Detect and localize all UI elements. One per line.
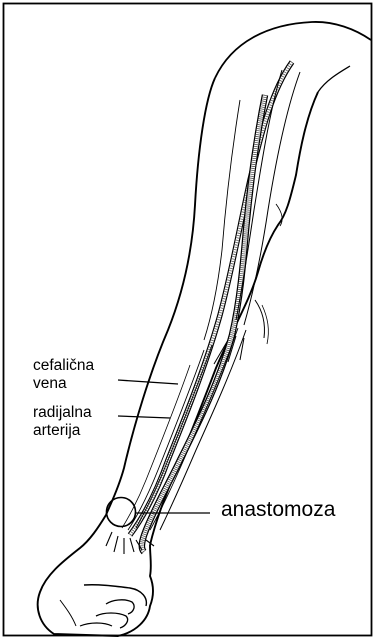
radial-artery-label-line1: radijalna bbox=[33, 404, 92, 422]
radial-artery-label-line2: arterija bbox=[33, 422, 92, 440]
basilic-vessel-1 bbox=[236, 70, 282, 320]
radial-artery-label: radijalna arterija bbox=[33, 404, 92, 440]
radial-artery-leader bbox=[118, 416, 170, 418]
thumb-outline bbox=[84, 585, 146, 606]
cephalic-vein-label-line2: vena bbox=[33, 375, 94, 393]
shoulder-outline bbox=[215, 22, 371, 78]
anastomosis-label: anastomoza bbox=[221, 498, 335, 522]
finger-1 bbox=[106, 600, 134, 614]
torso-line bbox=[318, 66, 350, 92]
elbow-crease bbox=[255, 300, 265, 338]
cephalic-vein bbox=[130, 62, 292, 535]
cephalic-vein-label: cefalična vena bbox=[33, 357, 94, 393]
figure-frame bbox=[4, 4, 372, 636]
hand-outline bbox=[38, 515, 153, 636]
cephalic-vein-label-line1: cefalična bbox=[33, 357, 94, 375]
finger-3 bbox=[80, 623, 112, 626]
